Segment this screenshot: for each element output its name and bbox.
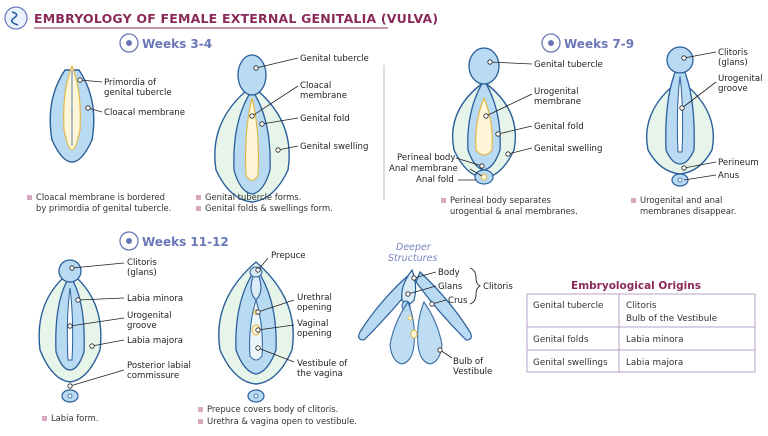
label-urethral-opening: Urethral [297, 293, 332, 303]
label-urogenital-groove-c: Urogenital [127, 311, 172, 321]
figure-week9-groove [646, 46, 714, 187]
svg-text:Weeks 7-9: Weeks 7-9 [564, 37, 634, 51]
label-glans: Glans [438, 282, 463, 292]
svg-text:membranes disappear.: membranes disappear. [640, 206, 736, 216]
label-primordia: Primordia of [104, 78, 157, 88]
svg-text:the vagina: the vagina [297, 369, 343, 379]
label-labia-minora: Labia minora [127, 294, 183, 304]
label-genital-swelling-b: Genital swelling [534, 144, 602, 154]
label-anal-fold: Anal fold [416, 175, 454, 185]
svg-text:Weeks 11-12: Weeks 11-12 [142, 235, 229, 249]
embryo-icon [119, 231, 139, 251]
label-cloacal: Cloacal [300, 81, 331, 91]
note-perineal-body: Perineal body separates [450, 195, 551, 205]
note-tubercle-forms: Genital tubercle forms. [205, 192, 301, 202]
label-genital-fold-b: Genital fold [534, 122, 584, 132]
svg-text:Vestibule: Vestibule [453, 367, 492, 377]
svg-text:opening: opening [297, 303, 332, 313]
logo-icon [4, 6, 28, 30]
label-bulb-of-vestibule: Bulb of [453, 357, 484, 367]
svg-text:urogential & anal membranes.: urogential & anal membranes. [450, 206, 578, 216]
embryo-icon [119, 33, 139, 53]
note-labia-form: Labia form. [51, 413, 98, 423]
origin-target: Labia minora [626, 335, 684, 345]
svg-text:opening: opening [297, 329, 332, 339]
label-genital-tubercle-b: Genital tubercle [534, 60, 603, 70]
label-vaginal-opening: Vaginal [297, 319, 328, 329]
svg-text:groove: groove [127, 321, 157, 331]
origin-target: Bulb of the Vestibule [626, 314, 717, 324]
figure-week3-cloacal [49, 64, 95, 163]
origin-target: Labia majora [626, 358, 683, 368]
figure-week11-labia [38, 259, 102, 403]
figure-week12-vestibule [218, 261, 294, 403]
page-title: EMBRYOLOGY OF FEMALE EXTERNAL GENITALIA … [34, 11, 438, 26]
note-membranes-disappear: Urogenital and anal [640, 195, 722, 205]
label-clitoris-glans-c: Clitoris [127, 258, 157, 268]
svg-text:membrane: membrane [300, 91, 347, 101]
label-anal-membrane: Anal membrane [389, 164, 458, 174]
label-genital-tubercle-a: Genital tubercle [300, 54, 369, 64]
svg-text:commissure: commissure [127, 371, 179, 381]
label-genital-swelling-a: Genital swelling [300, 142, 368, 152]
label-clitoris: Clitoris [483, 282, 513, 292]
label-posterior-labial-commissure: Posterior labial [127, 361, 191, 371]
origin-source: Genital swellings [533, 358, 608, 368]
label-perineum: Perineum [718, 158, 759, 168]
note-prepuce: Prepuce covers body of clitoris. [207, 404, 338, 414]
svg-text:Structures: Structures [388, 253, 437, 264]
svg-text:(glans): (glans) [127, 268, 157, 278]
svg-text:(glans): (glans) [718, 58, 748, 68]
label-cloacal-membrane: Cloacal membrane [104, 108, 185, 118]
note-urethra-vagina: Urethra & vagina open to vestibule. [207, 416, 357, 426]
svg-text:Genital folds & swellings form: Genital folds & swellings form. [205, 203, 333, 213]
label-perineal-body: Perineal body [397, 153, 455, 163]
svg-text:membrane: membrane [534, 97, 581, 107]
label-anus: Anus [718, 171, 740, 181]
label-clitoris-glans: Clitoris [718, 48, 748, 58]
label-body: Body [438, 268, 460, 278]
label-vestibule: Vestibule of [297, 359, 348, 369]
stage-heading-weeks-3-4: Weeks 3-4 [119, 33, 212, 53]
origins-table: Embryological Origins Genital tubercle C… [526, 280, 756, 373]
origin-source: Genital tubercle [533, 301, 603, 311]
label-prepuce: Prepuce [271, 251, 306, 261]
svg-text:by primordia of genital tuberc: by primordia of genital tubercle. [36, 203, 171, 213]
label-labia-majora: Labia majora [127, 336, 183, 346]
figure-week4-folds [214, 54, 290, 203]
label-genital-fold-a: Genital fold [300, 114, 350, 124]
label-urogenital-groove: Urogenital [718, 74, 763, 84]
embryo-icon [541, 33, 561, 53]
figure-week7-membranes [451, 47, 517, 185]
label-crus: Crus [448, 296, 468, 306]
svg-text:groove: groove [718, 84, 748, 94]
origin-source: Genital folds [533, 335, 589, 345]
stage-heading-weeks-7-9: Weeks 7-9 [541, 33, 634, 53]
note-cloacal: Cloacal membrane is bordered [36, 192, 165, 202]
label-urogenital-membrane: Urogenital [534, 87, 579, 97]
stage-heading-weeks-11-12: Weeks 11-12 [119, 231, 229, 251]
origins-heading: Embryological Origins [571, 280, 701, 292]
origin-target: Clitoris [626, 301, 657, 311]
svg-text:genital tubercle: genital tubercle [104, 88, 172, 98]
deeper-structures-title: Deeper [396, 242, 432, 253]
svg-text:Weeks 3-4: Weeks 3-4 [142, 37, 212, 51]
